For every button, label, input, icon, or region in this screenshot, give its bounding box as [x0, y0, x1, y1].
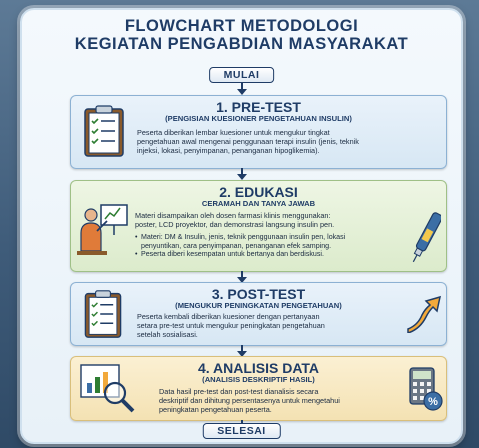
step-1-title: 1. PRE-TEST [216, 99, 301, 115]
step-2-bullets: Materi: DM & Insulin, jenis, teknik peng… [135, 233, 411, 259]
step-3-line: setara pre-test untuk mengukur peningkat… [137, 321, 325, 331]
step-2-card: 2. EDUKASI CERAMAH DAN TANYA JAWAB Mater… [70, 180, 447, 272]
step-2-line: Materi disampaikan oleh dosen farmasi kl… [135, 211, 331, 220]
insulin-pen-icon [412, 212, 441, 263]
bullet-line: penyuntikan, cara penyimpanan, penangana… [141, 241, 332, 250]
step-2-description: Materi disampaikan oleh dosen farmasi kl… [135, 211, 405, 229]
clipboard-checklist-icon [84, 105, 124, 157]
step-4-line: Data hasil pre-test dan post-test dianal… [159, 387, 319, 396]
step-2-line: poster, LCD proyektor, dan demonstrasi l… [135, 220, 335, 230]
magnifier-chart-icon [80, 364, 135, 413]
step-3-description: Peserta kembali diberikan kuesioner deng… [137, 312, 407, 340]
step-3-subtitle: (MENGUKUR PENINGKATAN PENGETAHUAN) [175, 301, 342, 310]
upward-arrow-icon [407, 295, 441, 333]
step-4-description: Data hasil pre-test dan post-test dianal… [159, 387, 409, 415]
arrow-step3-to-step4 [236, 345, 247, 357]
step-2-title: 2. EDUKASI [219, 184, 298, 200]
step-2-subtitle: CERAMAH DAN TANYA JAWAB [201, 199, 316, 208]
step-3-line: setelah sosialisasi. [137, 330, 198, 340]
end-terminal: SELESAI [202, 423, 281, 439]
step-3-title: 3. POST-TEST [211, 286, 306, 302]
arrow-start-to-step1 [236, 82, 247, 95]
clipboard-checklist-icon [84, 290, 122, 338]
step-2-bullet: Peserta diberi kesempatan untuk bertanya… [135, 250, 411, 259]
step-1-subtitle: (PENGISIAN KUESIONER PENGETAHUAN INSULIN… [165, 114, 352, 123]
flowchart-frame: FLOWCHART METODOLOGI KEGIATAN PENGABDIAN… [20, 8, 463, 444]
step-4-subtitle: (ANALISIS DESKRIPTIF HASIL) [202, 375, 315, 384]
step-3-card: 3. POST-TEST (MENGUKUR PENINGKATAN PENGE… [70, 282, 447, 346]
bullet-line: Materi: DM & Insulin, jenis, teknik peng… [141, 233, 346, 241]
step-1-line: pengetahuan awal mengenai penggunaan ter… [137, 137, 359, 147]
arrow-step1-to-step2 [236, 168, 247, 180]
step-1-description: Peserta diberikan lembar kuesioner untuk… [137, 128, 443, 156]
presenter-icon [77, 204, 128, 255]
title-line-2: KEGIATAN PENGABDIAN MASYARAKAT [74, 35, 409, 53]
step-3-line: Peserta kembali diberikan kuesioner deng… [137, 312, 320, 321]
title-line-1: FLOWCHART METODOLOGI [124, 17, 359, 35]
step-2-bullet: Materi: DM & Insulin, jenis, teknik peng… [135, 233, 411, 250]
step-1-card: 1. PRE-TEST (PENGISIAN KUESIONER PENGETA… [70, 95, 447, 169]
step-4-title: 4. ANALISIS DATA [197, 360, 320, 376]
start-terminal: MULAI [208, 67, 275, 83]
step-1-line: Peserta diberikan lembar kuesioner untuk… [137, 128, 330, 137]
bullet-line: Peserta diberi kesempatan untuk bertanya… [141, 250, 324, 259]
calculator-percent-icon: % [409, 367, 443, 411]
step-4-card: 4. ANALISIS DATA (ANALISIS DESKRIPTIF HA… [70, 356, 447, 421]
step-4-line: peningkatan pengetahuan peserta. [159, 405, 272, 415]
svg-text:%: % [428, 396, 438, 408]
step-1-line: injeksi, lokasi, penyimpanan, penanganan… [137, 146, 320, 156]
arrow-step2-to-step3 [236, 271, 247, 283]
step-4-line: deskriptif dan dihitung persentasenya un… [159, 396, 340, 406]
